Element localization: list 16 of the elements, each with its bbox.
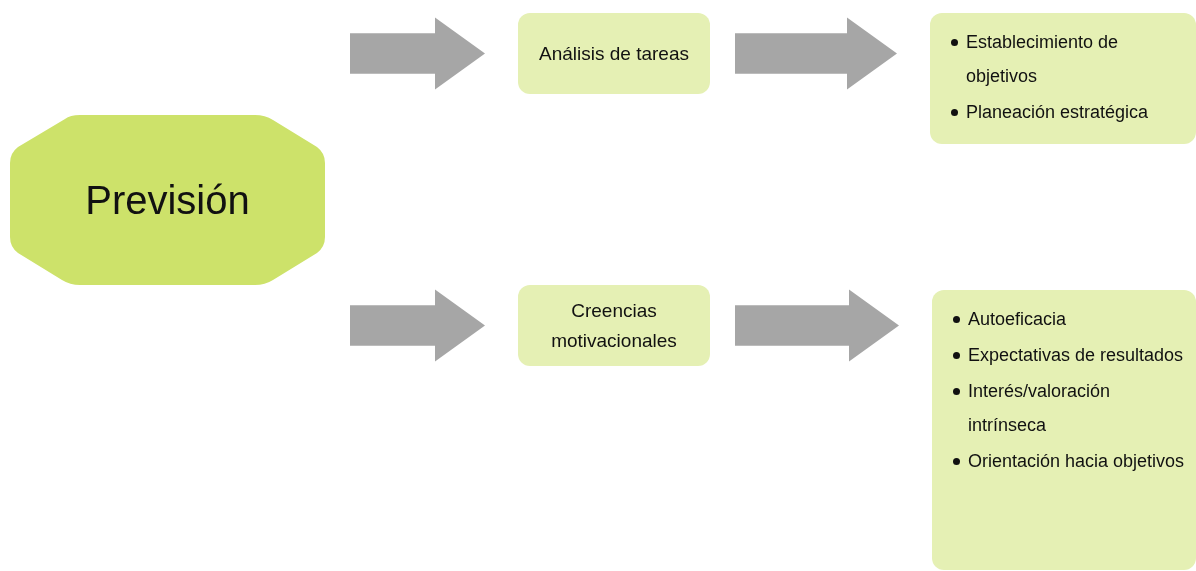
bullet-list-box — [932, 290, 1196, 570]
block-arrow — [350, 289, 485, 362]
bullet-item: Expectativas de resultados — [944, 338, 1192, 372]
bullet-item: Orientación hacia objetivos — [944, 444, 1192, 478]
block-arrow — [735, 17, 897, 90]
node-title: Previsión — [85, 177, 250, 224]
bullet-item: Autoeficacia — [944, 302, 1192, 336]
block-arrow — [350, 17, 485, 90]
bullet-list-box — [930, 13, 1196, 144]
hexagon-node — [10, 115, 325, 285]
process-box: Análisis de tareas — [518, 13, 710, 94]
bullet-item: Interés/valoración intrínseca — [944, 374, 1192, 442]
block-arrow — [735, 289, 899, 362]
process-box: Creencias motivacionales — [518, 285, 710, 366]
bullet-item: Planeación estratégica — [942, 95, 1192, 129]
bullet-item: Establecimiento de objetivos — [942, 25, 1192, 93]
